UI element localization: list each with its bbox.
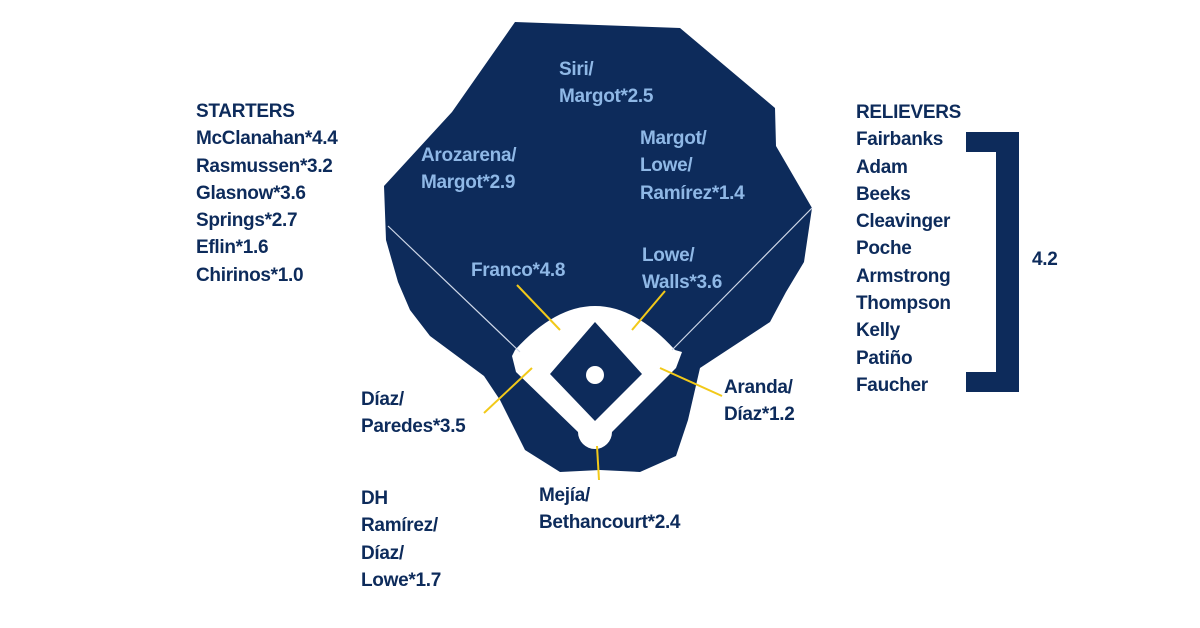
right-foul-line <box>671 207 813 351</box>
outfield-area <box>384 22 812 472</box>
2b-line: Walls*3.6 <box>642 272 723 294</box>
dh-line: Lowe*1.7 <box>361 569 441 591</box>
reliever-item: Armstrong <box>856 265 951 287</box>
cf-line: Siri/ <box>559 59 594 80</box>
reliever-item: Adam <box>856 156 908 178</box>
lf-line: Arozarena/ <box>421 145 517 166</box>
label-left-field: Arozarena/ Margot*2.9 <box>421 142 517 197</box>
label-second-base: Lowe/ Walls*3.6 <box>642 242 722 297</box>
left-foul-line <box>387 225 521 353</box>
rf-line: Margot/ <box>640 128 707 149</box>
relievers-heading: RELIEVERS <box>856 102 961 123</box>
pointer-3b <box>483 367 533 414</box>
3b-line: Paredes*3.5 <box>361 416 466 438</box>
reliever-item: Thompson <box>856 293 951 315</box>
relievers-group-value: 4.2 <box>1032 249 1058 270</box>
2b-line: Lowe/ <box>642 245 695 266</box>
pointer-c <box>596 445 600 481</box>
starter-item: Glasnow*3.6 <box>196 182 306 204</box>
starters-list: STARTERS McClanahan*4.4 Rasmussen*3.2 Gl… <box>196 98 338 289</box>
reliever-item: Cleavinger <box>856 211 951 233</box>
starters-heading: STARTERS <box>196 101 295 122</box>
reliever-item: Patiño <box>856 347 913 369</box>
pointer-ss <box>516 284 561 331</box>
reliever-item: Kelly <box>856 320 900 342</box>
relievers-bracket <box>966 132 1019 392</box>
pointer-2b <box>631 290 666 331</box>
reliever-item: Poche <box>856 238 912 260</box>
dh-line: DH <box>361 488 388 509</box>
label-first-base: Aranda/ Díaz*1.2 <box>724 374 795 429</box>
c-line: Mejía/ <box>539 485 590 506</box>
ss-line: Franco*4.8 <box>471 260 566 281</box>
1b-line: Aranda/ <box>724 377 793 398</box>
label-catcher: Mejía/ Bethancourt*2.4 <box>539 482 681 537</box>
starter-item: Chirinos*1.0 <box>196 264 304 286</box>
relievers-list: RELIEVERS Fairbanks Adam Beeks Cleavinge… <box>856 99 961 399</box>
label-right-field: Margot/ Lowe/ Ramírez*1.4 <box>640 125 745 207</box>
c-line: Bethancourt*2.4 <box>539 512 681 534</box>
label-center-field: Siri/ Margot*2.5 <box>559 56 653 111</box>
dh-line: Díaz/ <box>361 542 404 564</box>
pointer-1b <box>659 367 723 397</box>
3b-line: Díaz/ <box>361 389 404 410</box>
lf-line: Margot*2.9 <box>421 172 516 194</box>
pitchers-mound <box>586 366 604 384</box>
starter-item: Springs*2.7 <box>196 210 298 232</box>
label-designated-hitter: DH Ramírez/ Díaz/ Lowe*1.7 <box>361 485 441 594</box>
starter-item: Eflin*1.6 <box>196 237 269 259</box>
label-shortstop: Franco*4.8 <box>471 257 565 284</box>
rf-line: Lowe/ <box>640 155 693 177</box>
starter-item: McClanahan*4.4 <box>196 128 338 150</box>
reliever-item: Fairbanks <box>856 129 944 151</box>
1b-line: Díaz*1.2 <box>724 404 795 426</box>
cf-line: Margot*2.5 <box>559 86 654 108</box>
label-third-base: Díaz/ Paredes*3.5 <box>361 386 466 441</box>
reliever-item: Faucher <box>856 374 928 396</box>
rf-line: Ramírez*1.4 <box>640 182 745 204</box>
starter-item: Rasmussen*3.2 <box>196 155 333 177</box>
dh-line: Ramírez/ <box>361 515 438 537</box>
reliever-item: Beeks <box>856 183 911 205</box>
